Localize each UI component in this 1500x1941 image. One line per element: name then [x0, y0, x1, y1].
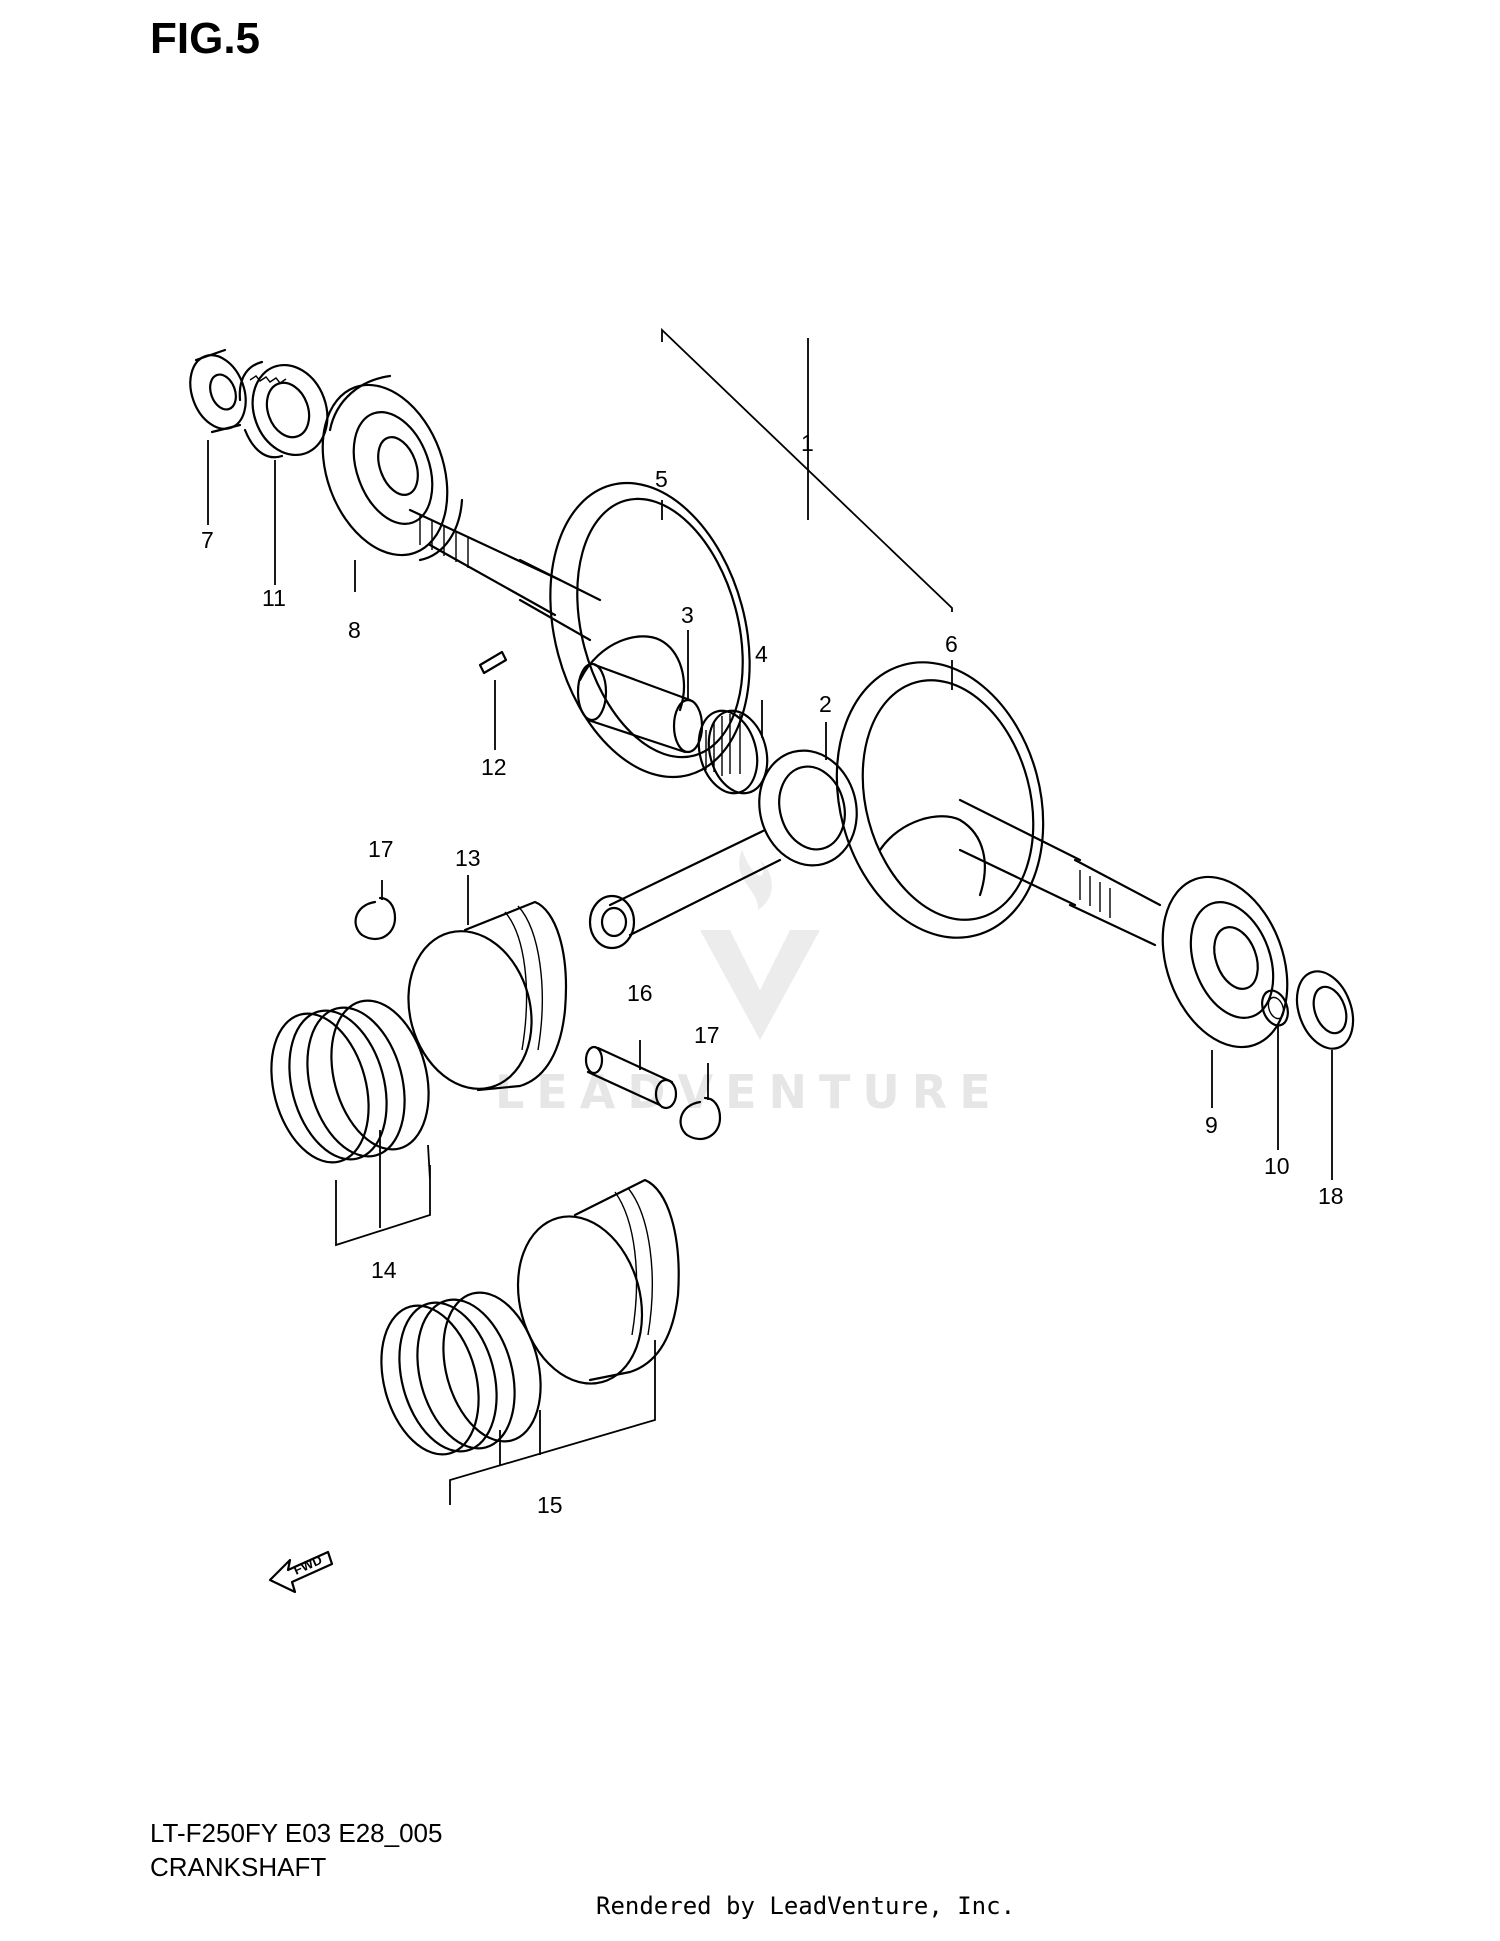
callout-4: 4: [755, 641, 768, 667]
circlip-upper-part: [354, 896, 397, 941]
callout-17-upper: 17: [368, 836, 394, 862]
left-bearing-part: [321, 374, 464, 562]
model-code: LT-F250FY E03 E28_005: [150, 1818, 443, 1848]
piston-pin-part: [584, 1045, 678, 1110]
piston-part: [407, 900, 568, 1092]
callout-10: 10: [1264, 1153, 1290, 1179]
callout-7: 7: [201, 527, 214, 553]
watermark-text: LEADVENTURE: [495, 1065, 1003, 1119]
o-ring-part: [1261, 989, 1289, 1027]
left-flywheel-part: [549, 481, 751, 779]
right-crank-shaft: [958, 798, 1162, 947]
drive-gear-part: [238, 360, 329, 459]
figure-title: FIG.5: [150, 14, 261, 63]
oil-seal-part: [1295, 970, 1355, 1050]
leadventure-watermark: LEADVENTURE: [495, 850, 1003, 1119]
callout-18: 18: [1318, 1183, 1344, 1209]
callout-11: 11: [262, 585, 286, 611]
circlip-lower-part: [679, 1096, 722, 1141]
callout-1: 1: [801, 430, 814, 456]
callout-13: 13: [455, 845, 481, 871]
callout-5: 5: [655, 466, 668, 492]
key-part: [478, 650, 508, 675]
callout-labels: 1 2 3 4 5 6 7 8 9 10 11 12 13 14 15 16 1…: [201, 430, 1344, 1518]
callout-9: 9: [1205, 1112, 1218, 1138]
fwd-arrow-icon: FWD: [268, 1550, 334, 1594]
right-bearing-part: [1161, 875, 1289, 1049]
piston-set-lower: [380, 1178, 680, 1456]
connecting-rod-part: [588, 749, 858, 950]
right-flywheel-part: [835, 661, 1045, 939]
callout-17-lower: 17: [694, 1022, 720, 1048]
left-crank-shaft: [408, 508, 602, 642]
callout-16: 16: [627, 980, 653, 1006]
section-title: CRANKSHAFT: [150, 1852, 327, 1882]
leader-lines: [207, 327, 1333, 1505]
callout-12: 12: [481, 754, 507, 780]
callout-2: 2: [819, 691, 832, 717]
render-credit: Rendered by LeadVenture, Inc.: [596, 1892, 1016, 1920]
needle-bearing-part: [697, 709, 769, 795]
callout-15: 15: [537, 1492, 563, 1518]
callout-8: 8: [348, 617, 361, 643]
callout-14: 14: [371, 1257, 397, 1283]
callout-6: 6: [945, 631, 958, 657]
piston-ring-set-upper: [270, 999, 430, 1164]
callout-3: 3: [681, 602, 694, 628]
nut-part: [189, 348, 247, 434]
